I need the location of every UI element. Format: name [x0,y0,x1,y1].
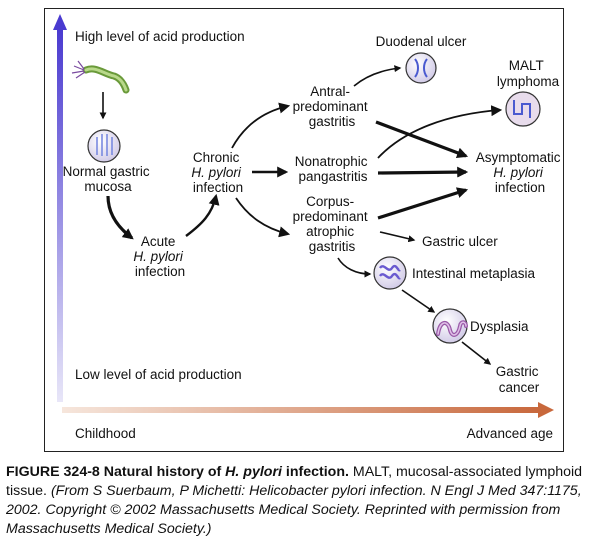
node-malt-lymphoma: MALT lymphoma [497,58,560,89]
arrow-antral-to-duodenal [353,65,402,87]
node-chronic-infection: Chronic H. pylori infection [191,150,244,195]
node-intestinal-metaplasia: Intestinal metaplasia [412,266,536,281]
caption-label: FIGURE 324-8 Natural history of [6,464,226,480]
figure-caption: FIGURE 324-8 Natural history of H. pylor… [6,463,610,539]
arrow-normal-to-acute [106,195,134,240]
arrow-acute-to-chronic [185,193,220,237]
caption-source: (From S Suerbaum, P Michetti: Helicobact… [6,483,582,537]
caption-text: MALT, mucosal-associated lymphoid tissue… [6,464,583,499]
node-duodenal-ulcer: Duodenal ulcer [376,34,467,49]
node-gastric-ulcer: Gastric ulcer [422,234,498,249]
arrow-corpus-to-asymptomatic [377,187,469,220]
node-acute-infection: Acute H. pylori infection [133,234,186,279]
caption-label-italic: H. pylori [225,464,282,480]
node-gastric-cancer: Gastric cancer [496,364,543,395]
x-axis-bar [62,407,540,413]
arrow-corpus-to-gastric-ulcer [379,231,416,243]
arrow-nonatrophic-to-asymptomatic [377,166,469,178]
node-dysplasia: Dysplasia [470,319,529,334]
duodenal-ulcer-icon [405,52,437,84]
node-normal-mucosa: Normal gastric mucosa [63,164,154,194]
y-axis-bar [57,28,63,402]
x-axis-right-label: Advanced age [467,426,553,441]
h-pylori-bacterium-icon [71,60,130,94]
node-corpus-atrophic-gastritis: Corpus- predominant atrophic gastritis [293,194,372,254]
arrow-metaplasia-to-dysplasia [401,289,436,313]
arrow-nonatrophic-to-malt [377,105,503,159]
x-axis-arrowhead [538,402,554,418]
arrow-antral-to-asymptomatic [375,120,469,159]
normal-mucosa-cell-icon [87,129,121,163]
caption-label-end: infection. [281,464,349,480]
malt-lymphoma-icon [505,91,541,127]
arrow-chronic-to-antral [231,102,291,149]
y-axis-bottom-label: Low level of acid production [75,367,242,382]
node-nonatrophic-pangastritis: Nonatrophic pangastritis [295,154,372,184]
natural-history-diagram: High level of acid production Low level … [53,14,565,441]
y-axis-top-label: High level of acid production [75,29,245,44]
y-axis-arrowhead [53,14,67,30]
node-antral-gastritis: Antral- predominant gastritis [293,84,372,129]
arrow-dysplasia-to-cancer [461,341,492,365]
node-asymptomatic-infection: Asymptomatic H. pylori infection [476,150,565,195]
arrow-corpus-to-metaplasia [337,257,372,278]
dysplasia-icon [432,308,468,344]
arrow-chronic-to-corpus [235,197,291,238]
x-axis-left-label: Childhood [75,426,136,441]
intestinal-metaplasia-icon [373,256,407,290]
